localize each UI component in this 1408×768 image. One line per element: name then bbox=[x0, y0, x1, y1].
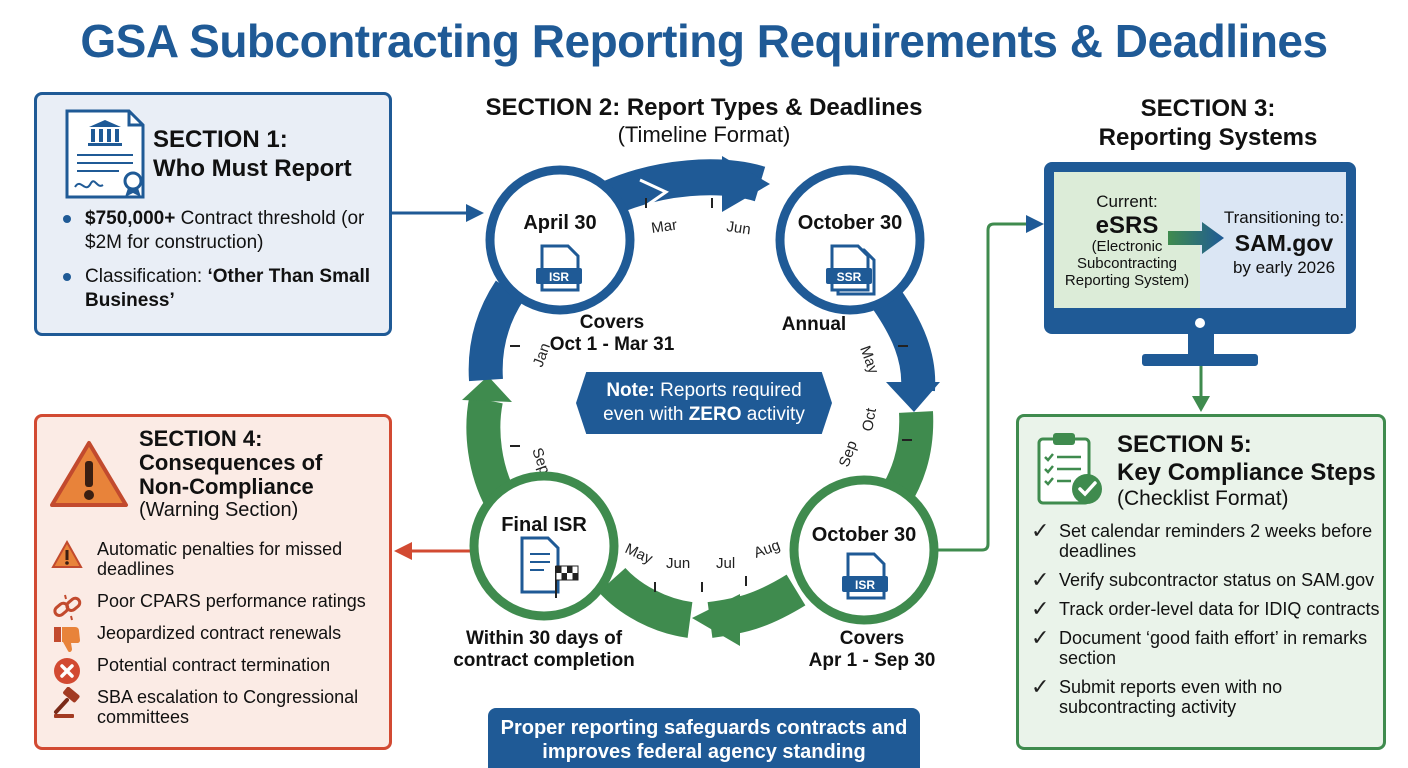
checklist-item: ✓Track order-level data for IDIQ contrac… bbox=[1031, 596, 1380, 621]
compliance-checklist: ✓Set calendar reminders 2 weeks before d… bbox=[1031, 518, 1381, 726]
page-title: GSA Subcontracting Reporting Requirement… bbox=[80, 15, 1328, 67]
connector-arrow bbox=[1192, 366, 1210, 412]
warning-triangle-icon bbox=[51, 539, 83, 568]
new-system: SAM.gov bbox=[1234, 230, 1334, 256]
milestone-date: Final ISR bbox=[501, 514, 587, 536]
list-item: Classification: ‘Other Than Small Busine… bbox=[61, 265, 381, 313]
month-label: May bbox=[856, 344, 882, 377]
connector-arrow bbox=[930, 215, 1044, 552]
consequence-list: Automatic penalties for missed deadlines… bbox=[51, 539, 387, 739]
milestone-date: October 30 bbox=[797, 212, 903, 234]
clipboard-check-icon bbox=[1037, 433, 1102, 505]
checklist-item: ✓Verify subcontractor status on SAM.gov bbox=[1031, 567, 1375, 592]
svg-text:ISR: ISR bbox=[855, 578, 875, 592]
checklist-item: ✓Document ‘good faith effort’ in remarks… bbox=[1031, 625, 1368, 669]
checkmark-icon: ✓ bbox=[1031, 625, 1050, 650]
milestone-date: October 30 bbox=[811, 524, 917, 546]
x-circle-icon bbox=[54, 658, 80, 684]
certificate-document-icon bbox=[65, 109, 145, 199]
monitor-stand bbox=[1188, 334, 1214, 356]
section5-subheading: (Checklist Format) bbox=[1117, 487, 1289, 510]
checkmark-icon: ✓ bbox=[1031, 596, 1050, 621]
list-item: Potential contract termination bbox=[51, 655, 387, 684]
section4-subheading: (Warning Section) bbox=[139, 499, 299, 521]
current-label: Current: bbox=[1096, 192, 1158, 211]
connector-arrow bbox=[394, 542, 476, 560]
timeline-cycle: Mar Jun May Oct Sep May Jun Jul Aug Jan … bbox=[462, 156, 940, 646]
current-system: eSRS bbox=[1095, 212, 1159, 239]
section1-list: $750,000+ Contract threshold (or $2M for… bbox=[61, 207, 381, 323]
timeline-arc bbox=[598, 567, 693, 638]
gavel-icon bbox=[54, 687, 80, 718]
milestone-date: April 30 bbox=[523, 212, 597, 234]
power-dot bbox=[1195, 318, 1205, 328]
month-label: Jun bbox=[666, 555, 690, 572]
section-compliance-steps: SECTION 5: Key Compliance Steps (Checkli… bbox=[1016, 414, 1386, 750]
checkmark-icon: ✓ bbox=[1031, 674, 1050, 699]
arrowhead bbox=[462, 376, 512, 402]
month-label: Jun bbox=[725, 218, 751, 238]
milestone-circle bbox=[775, 165, 925, 315]
section3-heading: SECTION 3: Reporting Systems bbox=[1098, 95, 1318, 151]
checkmark-icon: ✓ bbox=[1031, 567, 1050, 592]
transition-label: Transitioning to: bbox=[1223, 208, 1345, 227]
svg-text:SSR: SSR bbox=[837, 270, 862, 284]
section5-heading: SECTION 5: Key Compliance Steps bbox=[1117, 431, 1376, 486]
list-item: SBA escalation to Congressional committe… bbox=[51, 687, 387, 727]
milestone-caption: Covers Apr 1 - Sep 30 bbox=[808, 628, 936, 671]
transition-arrow-icon bbox=[1168, 222, 1224, 254]
zero-activity-note: Note: Reports required even with ZERO ac… bbox=[576, 372, 832, 434]
timeline-arc bbox=[468, 280, 525, 382]
arrowhead bbox=[722, 156, 770, 212]
final-report-flag-icon bbox=[520, 536, 579, 598]
monitor-base bbox=[1142, 354, 1258, 366]
list-item: Automatic penalties for missed deadlines bbox=[51, 539, 387, 579]
section1-heading: SECTION 1: Who Must Report bbox=[153, 126, 352, 182]
report-document-icon: ISR bbox=[842, 552, 888, 600]
month-label: May bbox=[622, 540, 655, 568]
section-consequences: SECTION 4: Consequences of Non-Complianc… bbox=[34, 414, 392, 750]
connector-arrow bbox=[392, 204, 484, 222]
month-label: Aug bbox=[752, 537, 783, 562]
checkmark-icon: ✓ bbox=[1031, 518, 1050, 543]
report-document-icon: SSR bbox=[826, 244, 876, 296]
month-label: Mar bbox=[650, 217, 678, 237]
broken-chain-icon bbox=[53, 594, 82, 621]
section-who-must-report: SECTION 1: Who Must Report $750,000+ Con… bbox=[34, 92, 392, 336]
milestone-circle bbox=[485, 165, 635, 315]
milestone-caption: Covers Oct 1 - Mar 31 bbox=[549, 312, 675, 355]
arrowhead bbox=[692, 594, 740, 646]
arrowhead bbox=[886, 382, 940, 412]
checklist-item: ✓Submit reports even with no subcontract… bbox=[1031, 674, 1283, 718]
checklist-item: ✓Set calendar reminders 2 weeks before d… bbox=[1031, 518, 1373, 562]
warning-triangle-icon bbox=[50, 441, 128, 507]
svg-text:ISR: ISR bbox=[549, 270, 569, 284]
month-label: Oct bbox=[859, 406, 880, 433]
footer-banner: Proper reporting safeguards contracts an… bbox=[488, 708, 920, 768]
section2-subheading: (Timeline Format) bbox=[617, 122, 791, 147]
current-description: (Electronic Subcontracting Reporting Sys… bbox=[1064, 238, 1190, 289]
month-label: Sep bbox=[836, 438, 861, 469]
list-item: $750,000+ Contract threshold (or $2M for… bbox=[61, 207, 381, 255]
milestone-caption: Annual bbox=[781, 314, 847, 335]
month-label: Jul bbox=[716, 555, 735, 572]
arrow-chevron bbox=[639, 178, 670, 212]
report-document-icon: ISR bbox=[536, 244, 582, 292]
new-system-timing: by early 2026 bbox=[1232, 258, 1336, 277]
list-item: Poor CPARS performance ratings bbox=[51, 591, 387, 621]
section4-heading: SECTION 4: Consequences of Non-Complianc… bbox=[139, 426, 323, 499]
new-system-panel bbox=[1200, 172, 1346, 308]
thumbs-down-icon bbox=[54, 627, 80, 653]
section2-heading: SECTION 2: Report Types & Deadlines bbox=[485, 94, 923, 121]
list-item: Jeopardized contract renewals bbox=[51, 623, 387, 653]
milestone-caption: Within 30 days of contract completion bbox=[453, 628, 635, 671]
